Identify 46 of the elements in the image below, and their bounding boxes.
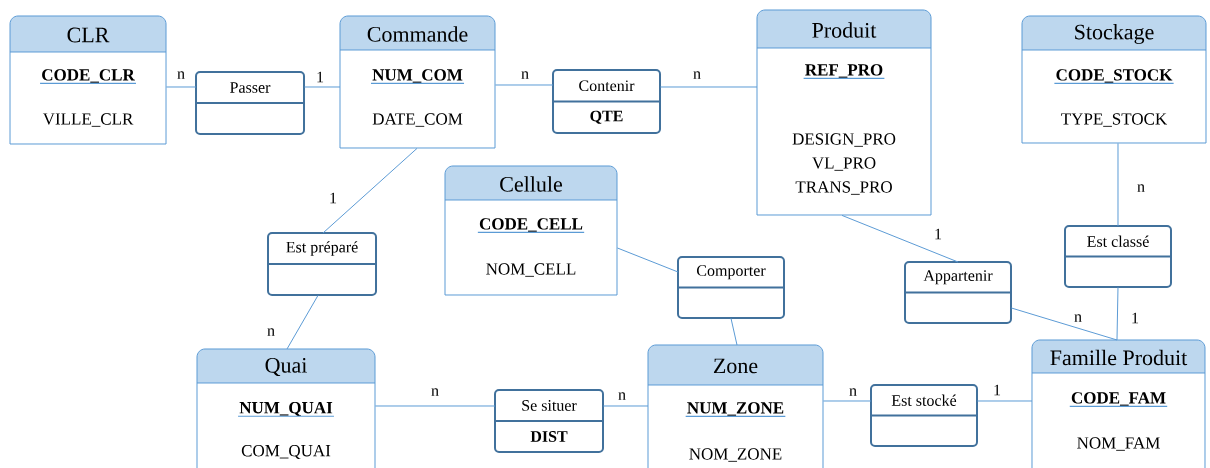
relationship-box: Comporter — [677, 256, 785, 319]
cardinality-label: n — [1136, 183, 1146, 193]
cardinality-label: n — [176, 70, 186, 80]
entity-box: CLR CODE_CLR VILLE_CLR — [9, 15, 167, 145]
relationship-box: Passer — [195, 71, 305, 135]
relationship-box: Contenir QTE — [552, 69, 661, 134]
entity-box: Commande NUM_COM DATE_COM — [339, 15, 496, 149]
cardinality-label: n — [1073, 313, 1083, 323]
cardinality-label: n — [266, 327, 276, 337]
cardinality-label: 1 — [315, 70, 325, 84]
relationship-box: Est stocké — [870, 384, 978, 447]
connector-line — [730, 317, 738, 346]
entity-box: Quai NUM_QUAI COM_QUAI — [196, 348, 376, 468]
relationship-box: Appartenir — [904, 261, 1012, 324]
connector-line — [303, 86, 341, 88]
cardinality-label: n — [692, 70, 702, 80]
cardinality-label: n — [848, 387, 858, 397]
cardinality-label: 1 — [328, 191, 338, 205]
relationship-box: Est préparé — [267, 232, 377, 296]
entity-box: Famille Produit CODE_FAM NOM_FAM — [1031, 339, 1206, 468]
connector-line — [165, 86, 197, 88]
connector-line — [976, 400, 1033, 402]
connector-line — [602, 405, 649, 407]
cardinality-label: n — [430, 387, 440, 397]
entity-box: Produit REF_PRO DESIGN_PRO VL_PRO TRANS_PRO — [756, 9, 932, 216]
cardinality-label: 1 — [933, 227, 943, 241]
connector-line — [322, 147, 418, 234]
connector-line — [374, 405, 496, 407]
cardinality-label: 1 — [992, 383, 1002, 397]
entity-box: Cellule CODE_CELL NOM_CELL — [444, 165, 618, 296]
connector-line — [841, 214, 959, 263]
connector-line — [286, 294, 319, 350]
relationship-box: Est classé — [1064, 225, 1172, 288]
connector-line — [822, 400, 872, 402]
connector-line — [1117, 142, 1119, 227]
cardinality-label: n — [520, 70, 530, 80]
connector-line — [1116, 286, 1119, 341]
cardinality-label: n — [617, 391, 627, 401]
connector-line — [616, 247, 679, 273]
entity-box: Zone NUM_ZONE NOM_ZONE — [647, 344, 824, 468]
relationship-box: Se situer DIST — [494, 389, 604, 453]
connector-line — [494, 84, 554, 86]
connector-line — [1010, 307, 1118, 341]
connector-line — [659, 86, 758, 88]
entity-box: Stockage CODE_STOCK TYPE_STOCK — [1021, 15, 1207, 144]
cardinality-label: 1 — [1130, 311, 1140, 325]
